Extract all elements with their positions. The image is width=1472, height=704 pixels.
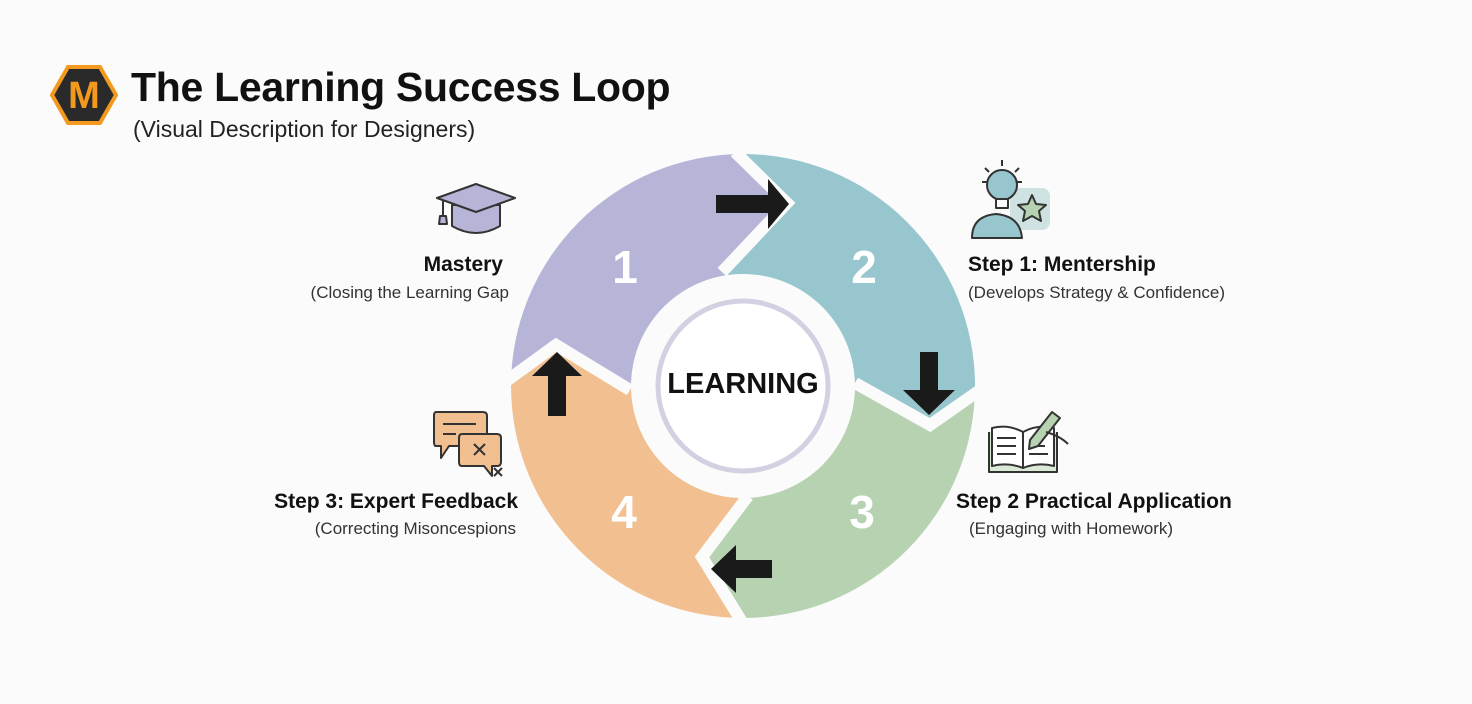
arrow-down-icon (903, 352, 955, 415)
loop-segment-4 (511, 345, 748, 618)
page-subtitle: (Visual Description for Designers) (133, 116, 476, 142)
segment-divider (694, 492, 753, 626)
arrow-right-icon (716, 179, 789, 229)
step2-subtitle: (Engaging with Homework) (969, 519, 1174, 538)
mastery-subtitle: (Closing the Learning Gap (310, 283, 509, 302)
segment-number-3: 3 (849, 486, 875, 538)
step2-title: Step 2 Practical Application (956, 490, 1232, 513)
step1-subtitle: (Develops Strategy & Confidence) (968, 283, 1226, 302)
arrow-left-icon (711, 545, 772, 593)
step1-title: Step 1: Mentership (968, 253, 1156, 276)
loop-segment-1 (511, 154, 787, 390)
segment-number-2: 2 (851, 241, 877, 293)
segment-divider (501, 337, 634, 396)
segment-divider (852, 377, 984, 433)
logo-hexagon: M (49, 65, 119, 125)
page-title: The Learning Success Loop (131, 64, 671, 110)
loop-segment-2 (720, 154, 975, 425)
book-pencil-icon (988, 411, 1069, 473)
arrow-up-icon (532, 352, 582, 416)
center-circle (655, 298, 831, 474)
graduation-cap-icon (436, 183, 516, 234)
svg-text:M: M (68, 75, 100, 117)
segment-number-4: 4 (611, 486, 637, 538)
center-label: LEARNING (667, 368, 819, 400)
loop-segment-3 (702, 380, 975, 618)
mastery-title: Mastery (423, 253, 503, 276)
mentor-lightbulb-icon (971, 160, 1050, 239)
feedback-chat-icon (433, 411, 503, 477)
segment-number-1: 1 (612, 241, 638, 293)
step3-subtitle: (Correcting Misoncespions (314, 519, 516, 538)
step3-title: Step 3: Expert Feedback (274, 490, 518, 513)
